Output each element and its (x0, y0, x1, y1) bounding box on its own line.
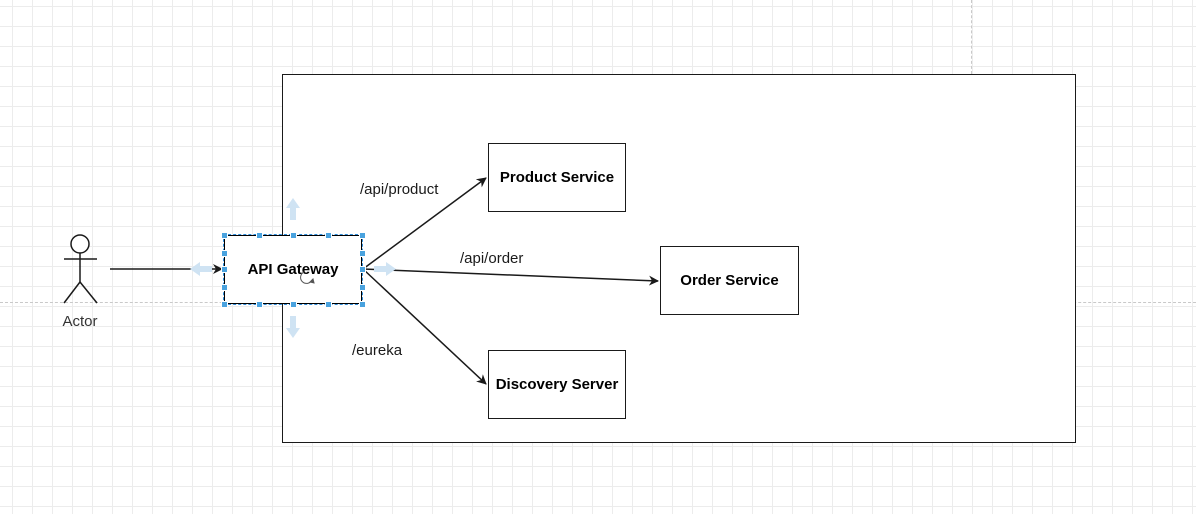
resize-handle-right-1[interactable] (359, 250, 366, 257)
resize-handle-top-left[interactable] (221, 232, 228, 239)
resize-handle-top-center[interactable] (290, 232, 297, 239)
edge-label-product[interactable]: /api/product (360, 181, 439, 198)
actor-figure[interactable] (63, 234, 98, 304)
vertical-guide-line (971, 0, 972, 74)
product-service-label: Product Service (499, 169, 615, 186)
resize-handle-bottom-center[interactable] (290, 301, 297, 308)
resize-handle-right-center[interactable] (359, 266, 366, 273)
resize-handle-left-center[interactable] (221, 266, 228, 273)
resize-handle-top-1[interactable] (256, 232, 263, 239)
api-gateway-label: API Gateway (247, 261, 339, 278)
resize-handle-left-3[interactable] (221, 284, 228, 291)
edge-label-eureka[interactable]: /eureka (352, 342, 403, 359)
product-service-node[interactable]: Product Service (488, 143, 626, 212)
connection-arrow-left-icon[interactable] (190, 262, 212, 276)
resize-handle-bottom-3[interactable] (325, 301, 332, 308)
edge-gateway-to-discovery[interactable] (362, 268, 487, 385)
connection-arrow-down-icon[interactable] (286, 316, 300, 338)
resize-handle-bottom-left[interactable] (221, 301, 228, 308)
resize-handle-top-right[interactable] (359, 232, 366, 239)
edge-gateway-to-order[interactable] (362, 268, 659, 286)
resize-handle-bottom-1[interactable] (256, 301, 263, 308)
rotate-cursor-icon (300, 271, 315, 284)
discovery-server-node[interactable]: Discovery Server (488, 350, 626, 419)
order-service-label: Order Service (680, 272, 779, 289)
resize-handle-top-3[interactable] (325, 232, 332, 239)
connection-arrow-up-icon[interactable] (286, 198, 300, 220)
edge-label-order[interactable]: /api/order (460, 250, 524, 267)
resize-handle-left-1[interactable] (221, 250, 228, 257)
edge-gateway-to-product[interactable] (362, 177, 487, 270)
resize-handle-right-3[interactable] (359, 284, 366, 291)
discovery-server-label: Discovery Server (495, 376, 619, 393)
resize-handle-bottom-right[interactable] (359, 301, 366, 308)
connection-arrow-right-icon[interactable] (374, 262, 396, 276)
actor-label[interactable]: Actor (62, 313, 98, 330)
order-service-node[interactable]: Order Service (660, 246, 799, 315)
